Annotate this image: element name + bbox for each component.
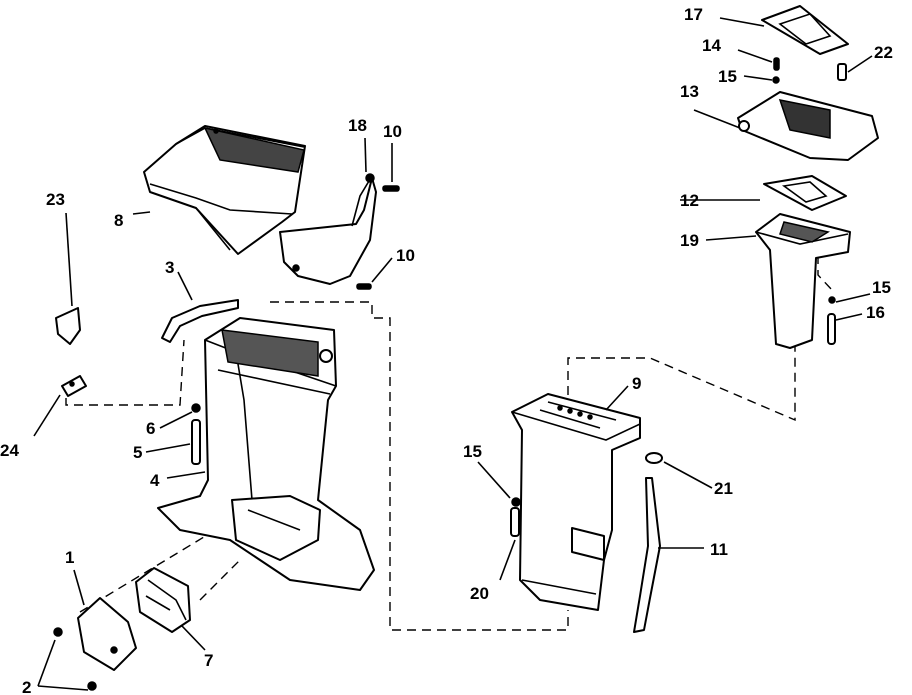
callout-1: 1 [65,548,74,567]
part-13-adapter-plate [737,91,879,161]
part-11-water-tube [633,477,661,633]
callout-15-top: 15 [718,67,737,86]
callout-22: 22 [874,43,893,62]
callout-2: 2 [22,678,31,695]
callout-5: 5 [133,443,142,462]
callout-12: 12 [680,191,699,210]
callout-16: 16 [866,303,885,322]
callout-19: 19 [680,231,699,250]
callout-20: 20 [470,584,489,603]
part-9-exhaust-housing [511,393,641,611]
callout-18: 18 [348,116,367,135]
callout-15-mid: 15 [463,442,482,461]
part-22-pin [837,63,847,81]
part-8-exhaust-cover [143,125,306,255]
part-14-screw [772,57,780,84]
callout-21: 21 [714,479,733,498]
part-12-gasket [763,175,847,211]
callout-23: 23 [46,190,65,209]
callout-13: 13 [680,82,699,101]
part-5-bolt [191,403,201,465]
assembly-lines [65,255,833,631]
part-4-driveshaft-housing [157,317,375,591]
callout-6: 6 [146,419,155,438]
leader-lines [33,17,873,691]
callout-4: 4 [150,471,160,490]
callout-7: 7 [204,651,213,670]
callout-10-mid: 10 [396,246,415,265]
part-16-bolt [827,296,836,345]
callout-24: 24 [0,441,19,460]
part-1-cover-plate [53,597,137,691]
callout-9: 9 [632,374,641,393]
part-23-clip [55,307,81,345]
part-3-seal [161,299,239,343]
part-17-gasket [761,5,849,55]
callout-15-right: 15 [872,278,891,297]
callout-8: 8 [114,211,123,230]
part-24-plate [61,375,87,397]
callout-labels: 1 2 3 4 5 6 7 8 9 10 10 11 12 13 14 15 1… [0,5,893,695]
part-18-bracket [279,173,400,290]
part-7-block [135,567,191,633]
part-20-screw [510,497,521,537]
callout-11: 11 [710,540,728,559]
part-19-exhaust-tube [755,213,851,349]
callout-14: 14 [702,36,721,55]
part-21-grommet [645,452,663,464]
callout-10-top: 10 [383,122,402,141]
callout-17: 17 [684,5,703,24]
callout-3: 3 [165,258,174,277]
